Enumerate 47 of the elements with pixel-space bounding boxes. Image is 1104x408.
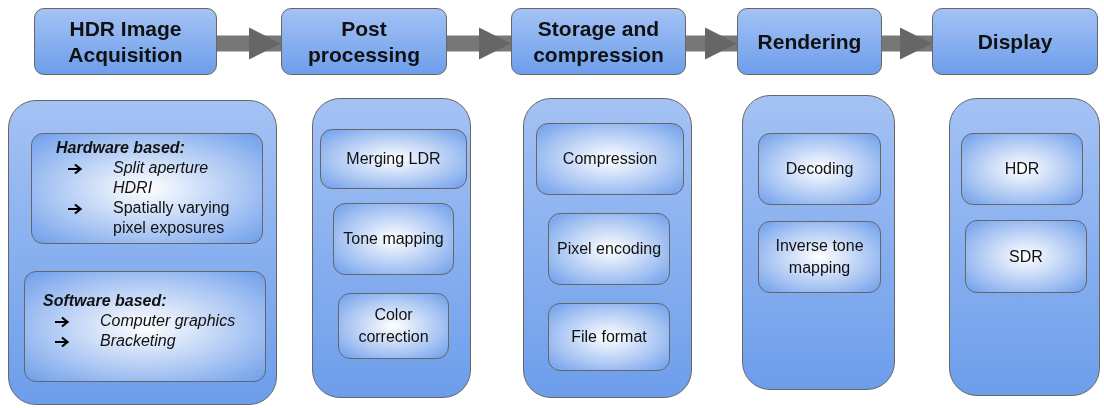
block-arrow — [686, 27, 737, 60]
process-label: Tone mapping — [343, 229, 444, 249]
list-item: Computer graphics — [100, 311, 236, 331]
stage-box — [932, 8, 1098, 75]
list-item: Spatially varying pixel exposures — [113, 198, 231, 238]
process-box — [320, 129, 467, 189]
process-box — [536, 123, 684, 195]
stage-title: Rendering — [757, 28, 862, 55]
process-label: Merging LDR — [346, 149, 441, 169]
list-item: Split aperture HDRI — [113, 158, 210, 198]
process-label: Decoding — [785, 159, 854, 179]
stage-title: Storage and compression — [533, 15, 664, 68]
list-item: Bracketing — [100, 331, 176, 351]
process-label: Pixel encoding — [556, 239, 662, 259]
stage-panel — [8, 100, 277, 405]
block-arrow — [217, 27, 281, 60]
stage-box — [281, 8, 447, 75]
stage-title: HDR Image Acquisition — [67, 15, 184, 68]
stage-title: Display — [977, 28, 1053, 55]
stage-panel — [742, 95, 895, 390]
stage-box — [34, 8, 217, 75]
block-arrow — [882, 27, 932, 60]
process-label: SDR — [1009, 246, 1043, 267]
process-label: Color correction — [357, 305, 430, 347]
process-label: Compression — [562, 149, 658, 169]
category-box — [24, 271, 266, 382]
process-label: File format — [571, 327, 647, 347]
category-heading: Software based: — [43, 291, 168, 311]
process-box — [758, 133, 881, 205]
process-box — [961, 133, 1083, 205]
process-box — [548, 303, 670, 371]
stage-panel — [949, 98, 1100, 396]
stage-title: Post processing — [306, 15, 421, 68]
stage-box — [737, 8, 882, 75]
category-box — [31, 133, 263, 244]
process-box — [338, 293, 449, 359]
process-label: Inverse tone mapping — [774, 236, 865, 278]
block-arrow — [447, 27, 511, 60]
stage-box — [511, 8, 686, 75]
stage-panel — [312, 98, 471, 398]
process-label: HDR — [1004, 159, 1040, 179]
process-box — [965, 220, 1087, 293]
category-heading: Hardware based: — [56, 138, 186, 158]
process-box — [333, 203, 454, 275]
stage-panel — [523, 98, 692, 398]
process-box — [758, 221, 881, 293]
process-box — [548, 213, 670, 285]
